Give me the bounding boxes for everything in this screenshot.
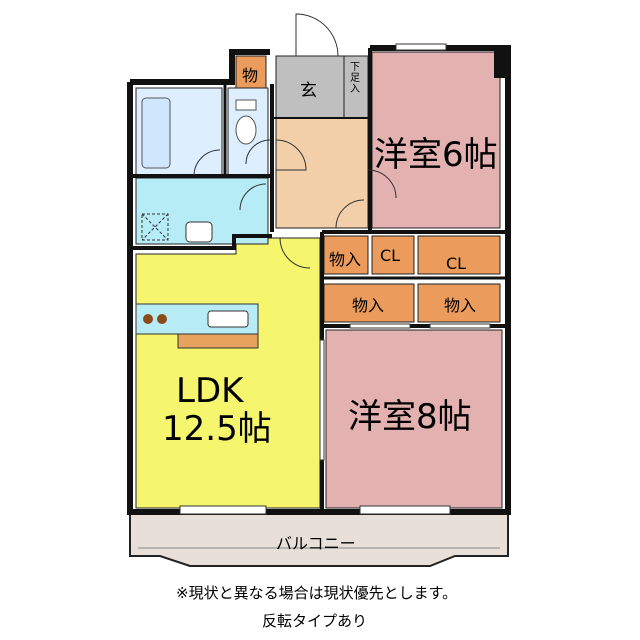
closet-b-area xyxy=(371,235,415,275)
entrance-area xyxy=(275,55,345,119)
western-room-8-label: 洋室8帖 xyxy=(348,397,472,437)
toilet-icon xyxy=(235,115,257,145)
kitchen-counter-wood xyxy=(177,333,259,349)
sink-icon xyxy=(207,310,249,328)
closet-d-label: 物入 xyxy=(352,296,385,315)
balcony-area xyxy=(129,511,509,567)
ldk-size-label: 12.5帖 xyxy=(162,409,272,449)
closet-b-label: CL xyxy=(380,246,401,265)
entrance-door-icon xyxy=(295,13,339,57)
toilet-tank-icon xyxy=(235,99,257,111)
door-swing-icon xyxy=(335,199,365,229)
closet-c-label: CL xyxy=(446,254,467,273)
closet-d-area xyxy=(323,283,415,323)
window xyxy=(349,323,411,329)
closet-c-area xyxy=(417,235,501,275)
stove-burner-icon xyxy=(143,314,153,324)
western-room-6-area xyxy=(371,51,501,229)
western-room-8-area xyxy=(325,329,503,509)
closet-a-label: 物入 xyxy=(329,250,362,269)
outer-wall xyxy=(127,45,511,515)
ldk-label: LDK xyxy=(176,371,244,411)
balcony-label: バルコニー xyxy=(276,534,356,553)
window xyxy=(395,43,447,51)
hall-area xyxy=(275,117,369,229)
reversed-type-note: 反転タイプあり xyxy=(262,612,368,630)
closet-a-area xyxy=(323,235,369,275)
door-swing-icon xyxy=(193,149,221,177)
wash-basin-icon xyxy=(185,221,213,243)
closet-e-label: 物入 xyxy=(444,296,477,315)
door-swing-icon xyxy=(279,237,311,269)
wall-column xyxy=(494,48,508,78)
shoe-box-label: 下足入 xyxy=(350,62,360,95)
bathtub-icon xyxy=(141,97,171,169)
interior-wall xyxy=(130,234,272,250)
door-swing-icon xyxy=(239,183,267,211)
entrance-label: 玄 xyxy=(300,81,317,101)
closet-e-area xyxy=(417,283,501,323)
sliding-door xyxy=(319,339,325,461)
stove-burner-icon xyxy=(157,314,167,324)
window xyxy=(429,323,491,329)
window xyxy=(179,505,267,515)
door-swing-icon xyxy=(275,139,307,171)
door-swing-icon xyxy=(367,169,397,199)
storage-small xyxy=(235,55,267,89)
western-room-6-label: 洋室6帖 xyxy=(374,135,498,175)
disclaimer-note: ※現状と異なる場合は現状優先とします。 xyxy=(176,584,458,602)
storage-small-label: 物 xyxy=(242,66,259,85)
window xyxy=(359,505,451,515)
door-swing-icon xyxy=(245,139,271,165)
